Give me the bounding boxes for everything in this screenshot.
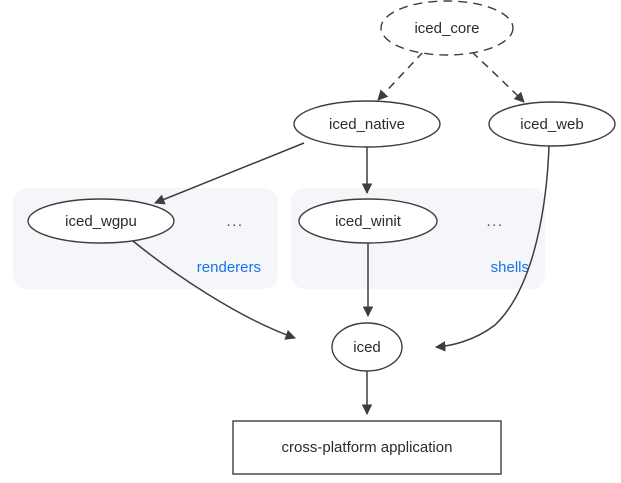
node-iced-core[interactable]: iced_core — [380, 0, 514, 56]
edge-iced-core-to-iced-web — [471, 51, 525, 103]
node-iced-native[interactable]: iced_native — [293, 100, 441, 148]
node-iced-web[interactable]: iced_web — [488, 101, 616, 147]
node-iced-core-label: iced_core — [414, 20, 479, 37]
shells-ellipsis-label: ... — [486, 213, 503, 230]
node-iced-winit[interactable]: iced_winit — [298, 198, 438, 244]
node-application-shape[interactable] — [232, 420, 502, 475]
node-iced-shape[interactable] — [331, 322, 403, 372]
node-iced-winit-label: iced_winit — [335, 213, 402, 230]
node-application[interactable]: cross-platform application — [232, 420, 502, 475]
node-iced-web-shape[interactable] — [488, 101, 616, 147]
node-application-label: cross-platform application — [282, 439, 453, 456]
node-iced-web-label: iced_web — [520, 116, 583, 133]
edge-iced-core-to-iced-native — [377, 51, 424, 101]
node-iced-wgpu-label: iced_wgpu — [65, 213, 137, 230]
node-iced-label: iced — [353, 339, 381, 356]
node-iced-wgpu-shape[interactable] — [27, 198, 175, 244]
edge-iced-native-to-iced-wgpu — [154, 142, 305, 205]
cluster-shells-label: shells — [491, 259, 529, 276]
node-iced-wgpu[interactable]: iced_wgpu — [27, 198, 175, 244]
renderers-ellipsis-label: ... — [226, 213, 243, 230]
node-iced[interactable]: iced — [331, 322, 403, 372]
node-iced-native-shape[interactable] — [293, 100, 441, 148]
edge-iced-web-to-iced — [434, 145, 550, 352]
node-iced-core-shape[interactable] — [380, 0, 514, 56]
node-iced-native-label: iced_native — [329, 116, 405, 133]
cluster-renderers-label: renderers — [197, 259, 261, 276]
edges-group — [132, 51, 550, 416]
edge-iced-wgpu-to-iced — [132, 240, 296, 340]
node-iced-winit-shape[interactable] — [298, 198, 438, 244]
